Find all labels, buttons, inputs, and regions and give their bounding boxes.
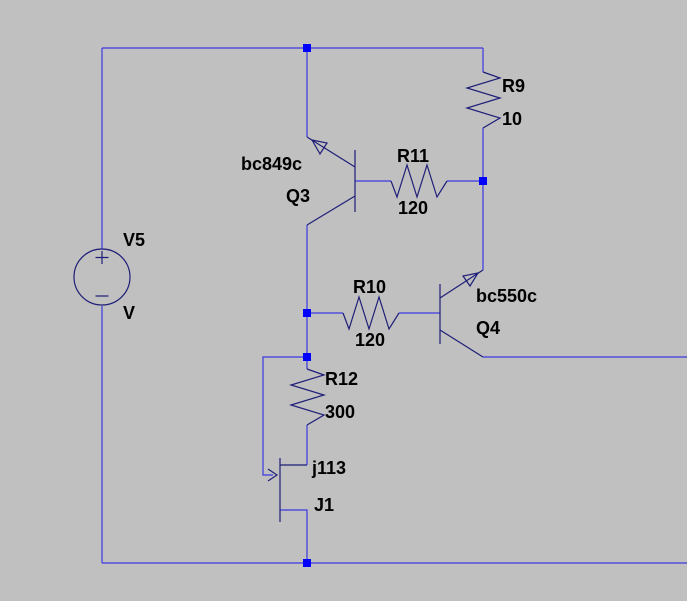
q4-name-label: Q4 [476, 318, 500, 338]
q4-emitter-arrow-icon [461, 272, 480, 288]
j1-jfet [267, 458, 307, 522]
q3-pnp-transistor [306, 136, 356, 226]
r9-value-label: 10 [502, 109, 522, 129]
j1-model-label: j113 [311, 458, 346, 478]
r12-resistor-symbol [288, 368, 327, 426]
r9-name-label: R9 [502, 76, 525, 96]
r9-resistor-symbol [464, 71, 503, 129]
r11-resistor-symbol [390, 162, 448, 200]
q4-model-label: bc550c [476, 286, 537, 306]
q3-collector-lead [306, 195, 356, 226]
q3-model-label: bc849c [241, 154, 302, 174]
r10-value-label: 120 [355, 330, 385, 350]
wires [101, 47, 687, 564]
v5-name-label: V5 [123, 230, 145, 250]
v5-voltage-source [73, 248, 131, 306]
r10-resistor-symbol [342, 294, 400, 332]
q4-collector-lead [439, 329, 484, 358]
labels: V5 V R9 10 R11 120 R10 120 R12 300 bc849… [123, 76, 537, 515]
r12-value-label: 300 [325, 402, 355, 422]
v5-source-circle [73, 248, 131, 306]
node-q3-r10 [303, 309, 311, 317]
q3-name-label: Q3 [286, 186, 310, 206]
j1-gate-feedback-wire [262, 356, 307, 476]
v5-value-label: V [123, 303, 135, 323]
q3-emitter-arrow-icon [310, 139, 328, 156]
j1-source-wire [280, 509, 308, 563]
r11-value-label: 120 [398, 198, 428, 218]
j1-name-label: J1 [314, 495, 334, 515]
node-r12-top [303, 353, 311, 361]
r10-name-label: R10 [353, 277, 386, 297]
j1-gate-arrow-icon [267, 468, 279, 482]
q4-emitter-lead [439, 269, 484, 299]
node-r9-r11 [479, 177, 487, 185]
q3-emitter-lead [306, 136, 356, 168]
node-bottom [303, 559, 311, 567]
r12-name-label: R12 [325, 369, 358, 389]
q4-pnp-transistor [439, 269, 484, 358]
junction-nodes [303, 44, 487, 567]
r11-name-label: R11 [397, 146, 429, 166]
v5-plus-icon [95, 251, 109, 264]
node-top [303, 44, 311, 52]
